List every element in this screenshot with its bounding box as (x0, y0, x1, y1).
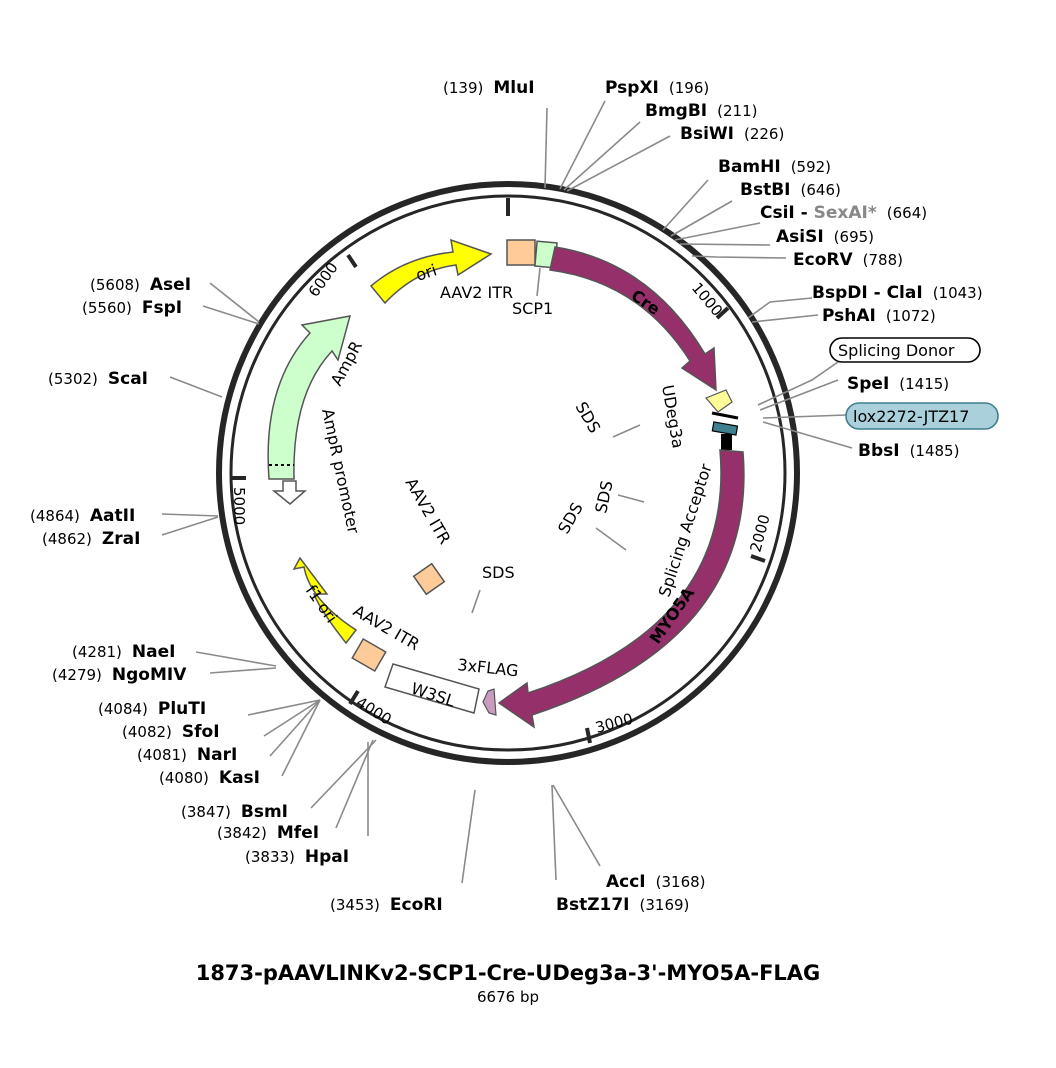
site-acci[interactable]: AccI(3168) (606, 872, 706, 892)
ampr-promoter-arrow[interactable] (271, 480, 308, 505)
sds-label-4: SDS (482, 563, 515, 582)
site-pshai[interactable]: PshAI(1072) (822, 306, 936, 326)
aav2-itr-inner-box[interactable] (412, 562, 446, 596)
myo5a-arrow[interactable] (497, 449, 745, 729)
tick-3000 (585, 727, 592, 744)
sds-leader-1 (612, 424, 641, 438)
site-ecorv[interactable]: EcoRV(788) (793, 250, 903, 270)
site-hpai[interactable]: (3833)HpaI (245, 847, 349, 867)
site-spei[interactable]: SpeI(1415) (847, 374, 949, 394)
site-sfoi[interactable]: (4082)SfoI (122, 722, 220, 742)
site-leaders (161, 100, 853, 884)
sds-label-2: SDS (591, 479, 616, 515)
site-bmgbi[interactable]: BmgBI(211) (645, 101, 757, 121)
flag-label: 3xFLAG (457, 655, 520, 680)
aav2-itr-inner-label: AAV2 ITR (402, 475, 455, 548)
site-asei[interactable]: (5608)AseI (90, 275, 191, 295)
backbone (216, 181, 800, 765)
site-bamhi[interactable]: BamHI(592) (718, 157, 831, 177)
sds-label-3: SDS (554, 499, 587, 537)
features: ori AAV2 ITR SCP1 Cre MYO5A 3xFLAG W3SL … (267, 238, 745, 729)
site-aatii[interactable]: (4864)AatII (30, 506, 135, 526)
sds-label-1: SDS (572, 399, 605, 437)
tick-label-2000: 2000 (746, 512, 773, 554)
scp1-label: SCP1 (512, 299, 553, 318)
sds-leader-2 (617, 494, 645, 503)
flag-arrow[interactable] (482, 688, 497, 716)
site-fspi[interactable]: (5560)FspI (82, 298, 182, 318)
tick-6000 (346, 253, 358, 269)
site-pluti[interactable]: (4084)PluTI (98, 699, 206, 719)
site-bsmi[interactable]: (3847)BsmI (181, 802, 288, 822)
site-mfei[interactable]: (3842)MfeI (217, 823, 319, 843)
site-csii[interactable]: CsiI - SexAI*(664) (760, 203, 927, 223)
aav2-itr-top-box[interactable] (506, 239, 536, 266)
sds-leader-3 (595, 527, 627, 551)
tick-2000 (750, 554, 766, 563)
site-zrai[interactable]: (4862)ZraI (42, 529, 140, 549)
site-nari[interactable]: (4081)NarI (137, 745, 237, 765)
ampr-arrow[interactable] (267, 315, 352, 480)
site-pspxi[interactable]: PspXI(196) (605, 78, 709, 98)
tick-4000 (348, 689, 360, 706)
site-bsiwi[interactable]: BsiWI(226) (680, 124, 784, 144)
tick-label-5000: 5000 (230, 487, 248, 525)
tick-1000 (715, 306, 730, 320)
site-asisi[interactable]: AsiSI(695) (776, 227, 874, 247)
lox-bar-a (711, 411, 739, 420)
splicing-acceptor-marker[interactable] (721, 434, 732, 450)
site-bspdi-clai[interactable]: BspDI - ClaI(1043) (812, 283, 983, 303)
splicing-donor-leader (757, 361, 839, 406)
udeg3a-label: UDeg3a (658, 383, 688, 449)
site-ecori[interactable]: (3453)EcoRI (330, 895, 443, 915)
aav2-itr-top-label: AAV2 ITR (440, 283, 513, 302)
splicing-donor-marker[interactable] (704, 389, 733, 413)
lox-box[interactable] (845, 402, 999, 430)
lox-label: lox2272-JTZ17 (853, 407, 969, 426)
site-scai[interactable]: (5302)ScaI (48, 369, 148, 389)
cre-arrow[interactable] (549, 246, 717, 392)
site-kasi[interactable]: (4080)KasI (159, 768, 260, 788)
scp1-leader (536, 267, 541, 297)
tick-marks (231, 198, 766, 744)
splicing-donor-label: Splicing Donor (838, 341, 955, 360)
site-bstz17i[interactable]: BstZ17I(3169) (556, 895, 689, 915)
site-ngomiv[interactable]: (4279)NgoMIV (52, 665, 187, 685)
sds-leader-4 (471, 589, 481, 614)
ampr-promoter-label: AmpR promoter (318, 407, 363, 536)
lox-marker[interactable] (711, 421, 739, 436)
ori-arrow[interactable] (369, 238, 493, 305)
splicing-donor-box[interactable] (829, 337, 981, 363)
plasmid-title: 1873-pAAVLINKv2-SCP1-Cre-UDeg3a-3'-MYO5A… (196, 961, 821, 985)
boxed-labels: Splicing Donor lox2272-JTZ17 (757, 337, 999, 430)
aav2-itr-bottom-box[interactable] (351, 637, 387, 673)
f1-ori-arrow[interactable] (292, 556, 358, 645)
site-mlui[interactable]: (139)MluI (443, 78, 535, 98)
site-bbsi[interactable]: BbsI(1485) (858, 441, 959, 461)
site-labels: (139)MluI PspXI(196) BmgBI(211) BsiWI(22… (30, 78, 983, 915)
site-bstbi[interactable]: BstBI(646) (740, 180, 841, 200)
site-naei[interactable]: (4281)NaeI (72, 642, 175, 662)
f1-ori-label: f1 ori (302, 581, 341, 626)
plasmid-length: 6676 bp (477, 988, 539, 1006)
w3sl-box[interactable] (384, 663, 480, 714)
